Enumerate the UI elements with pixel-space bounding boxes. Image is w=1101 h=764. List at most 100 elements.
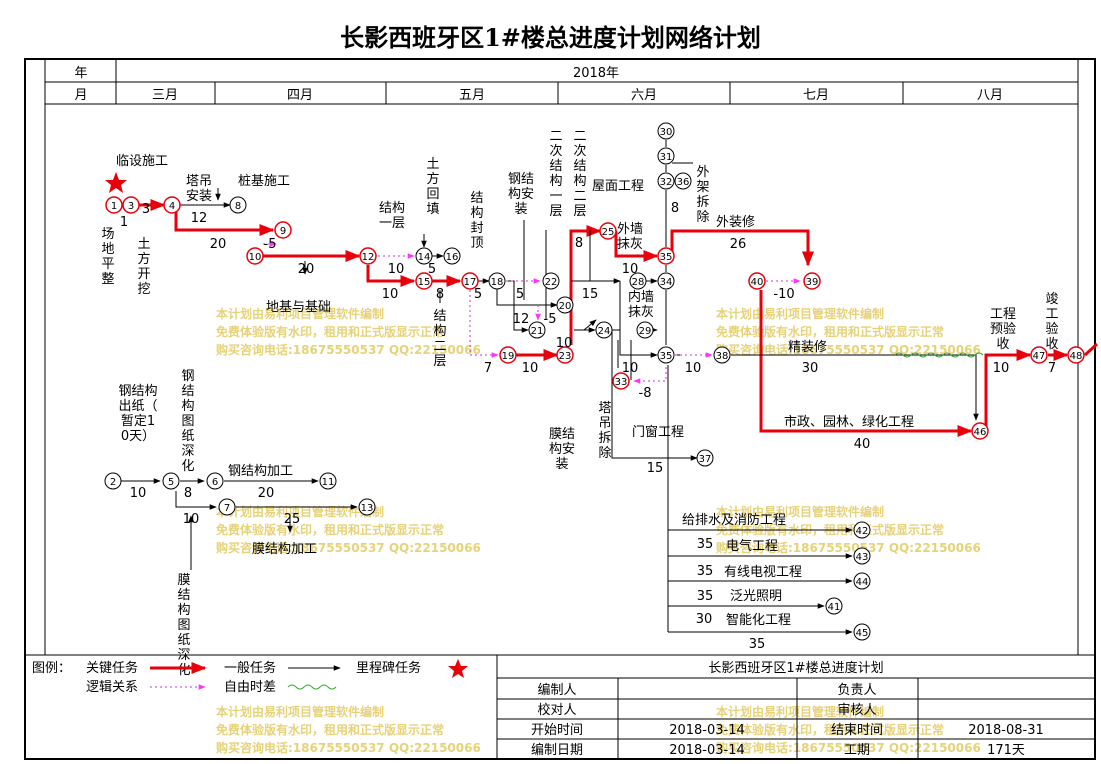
duration-label: 10 <box>993 361 1010 376</box>
network-node: 2 <box>104 472 122 490</box>
svg-text:35: 35 <box>660 351 673 362</box>
network-node: 19 <box>499 346 517 364</box>
logic-arrow <box>633 367 667 384</box>
duration-label: 8 <box>575 236 583 251</box>
duration-label: 5 <box>428 262 436 277</box>
task-label: 钢结构加工 <box>228 464 293 479</box>
svg-text:5: 5 <box>168 477 174 488</box>
logic-arrows <box>263 241 801 384</box>
svg-text:9: 9 <box>280 226 286 237</box>
svg-text:14: 14 <box>418 252 431 263</box>
date-value: 2018-03-14 <box>669 743 745 758</box>
network-node: 1 <box>105 196 123 214</box>
network-node: 32 <box>657 172 675 190</box>
watermark-line: 购买咨询电话:18675550537 QQ:22150066 <box>716 540 981 555</box>
svg-text:4: 4 <box>169 201 175 212</box>
network-node: 35 <box>657 346 675 364</box>
duration-label: 10 <box>622 262 639 277</box>
task-label: 电气工程 <box>726 538 778 554</box>
svg-text:32: 32 <box>660 177 673 188</box>
svg-text:35: 35 <box>660 252 673 263</box>
network-node: 41 <box>825 597 843 615</box>
watermark-line: 购买咨询电话:18675550537 QQ:22150066 <box>216 740 481 755</box>
watermark-line: 免费体验版有水印，租用和正式版显示正常 <box>716 324 944 339</box>
watermark-line: 免费体验版有水印，租用和正式版显示正常 <box>216 522 444 537</box>
vertical-task-label: 外架拆除 <box>696 165 709 225</box>
svg-text:19: 19 <box>502 351 515 362</box>
network-node: 40 <box>748 272 766 290</box>
svg-text:44: 44 <box>856 577 869 588</box>
month-march: 三月 <box>152 88 178 103</box>
svg-text:22: 22 <box>545 277 558 288</box>
duration-label: -10 <box>773 287 794 302</box>
start-label: 开始时间 <box>531 723 583 738</box>
task-arrow <box>506 280 529 333</box>
svg-text:16: 16 <box>446 252 459 263</box>
start-value: 2018-03-14 <box>669 723 745 738</box>
network-node: 20 <box>556 296 574 314</box>
svg-text:37: 37 <box>699 454 712 465</box>
duration-label: 20 <box>210 237 227 252</box>
critical-arrow <box>670 229 814 267</box>
watermark-line: 本计划由易利项目管理软件编制 <box>216 504 384 519</box>
editor-label: 编制人 <box>537 683 576 698</box>
duration-label: 35 <box>697 589 714 604</box>
watermark-line: 本计划由易利项目管理软件编制 <box>716 504 884 519</box>
network-node: 24 <box>595 321 613 339</box>
normal-arrows <box>119 140 979 635</box>
critical-arrow <box>984 349 1032 431</box>
network-node: 12 <box>359 247 377 265</box>
critical-arrow <box>174 210 275 236</box>
network-node: 48 <box>1067 346 1085 364</box>
critical-arrow <box>759 290 973 437</box>
duration-label: 10 <box>382 287 399 302</box>
duration-label: 8 <box>671 201 679 216</box>
task-labels: 临设施工 桩基施工 地基与基础 屋面工程 外装修 精装修 门窗工程 市政、园林、… <box>116 154 914 628</box>
duration-label: 12 <box>191 211 208 226</box>
network-node: 30 <box>657 122 675 140</box>
network-node: 28 <box>629 272 647 290</box>
month-may: 五月 <box>459 88 485 103</box>
network-nodes: 1 2 3 4 5 6 7 8 9 10 11 12 13 14 15 16 1… <box>104 122 1085 641</box>
legend-title: 图例： <box>32 661 71 676</box>
watermark-line: 免费体验版有水印，租用和正式版显示正常 <box>216 722 444 737</box>
checker-label: 校对人 <box>537 702 576 718</box>
legend-logic-label: 逻辑关系 <box>86 680 138 695</box>
network-node: 23 <box>556 346 574 364</box>
vertical-task-label: 塔吊安装 <box>186 174 212 204</box>
network-node: 21 <box>528 321 546 339</box>
period-value: 171天 <box>987 743 1025 758</box>
vertical-task-label: 钢结构图纸深化 <box>181 369 194 474</box>
task-arrow <box>612 329 658 358</box>
network-node: 17 <box>461 272 479 290</box>
duration-label: 35 <box>697 537 714 552</box>
duration-label: 10 <box>388 262 405 277</box>
duration-label: 8 <box>184 486 192 501</box>
vertical-task-label: 内墙抹灰 <box>628 289 654 320</box>
duration-label: 15 <box>582 287 599 302</box>
network-node: 8 <box>229 196 247 214</box>
network-node: 25 <box>599 222 617 240</box>
owner-label: 负责人 <box>837 683 876 698</box>
end-value: 2018-08-31 <box>968 723 1044 738</box>
vertical-task-label: 场地平整 <box>101 227 114 287</box>
svg-text:28: 28 <box>632 277 645 288</box>
network-node: 39 <box>803 272 821 290</box>
watermark-line: 本计划由易利项目管理软件编制 <box>216 306 384 321</box>
svg-text:8: 8 <box>235 201 241 212</box>
critical-arrow <box>614 231 659 262</box>
task-arrow <box>611 330 698 461</box>
duration-label: 3 <box>142 202 150 217</box>
svg-text:1: 1 <box>111 201 117 212</box>
legend-float-line <box>287 684 337 690</box>
duration-label: 40 <box>854 437 871 452</box>
svg-text:36: 36 <box>677 177 690 188</box>
legend-float-label: 自由时差 <box>224 680 276 695</box>
svg-text:30: 30 <box>660 127 673 138</box>
reviewer-label: 审核人 <box>837 703 876 718</box>
task-label: 泛光照明 <box>730 589 782 604</box>
duration-label: 10 <box>685 361 702 376</box>
page-title: 长影西班牙区1#楼总进度计划网络计划 <box>340 23 761 52</box>
duration-label: -5 <box>264 237 277 252</box>
milestone-star-icon <box>448 659 468 678</box>
